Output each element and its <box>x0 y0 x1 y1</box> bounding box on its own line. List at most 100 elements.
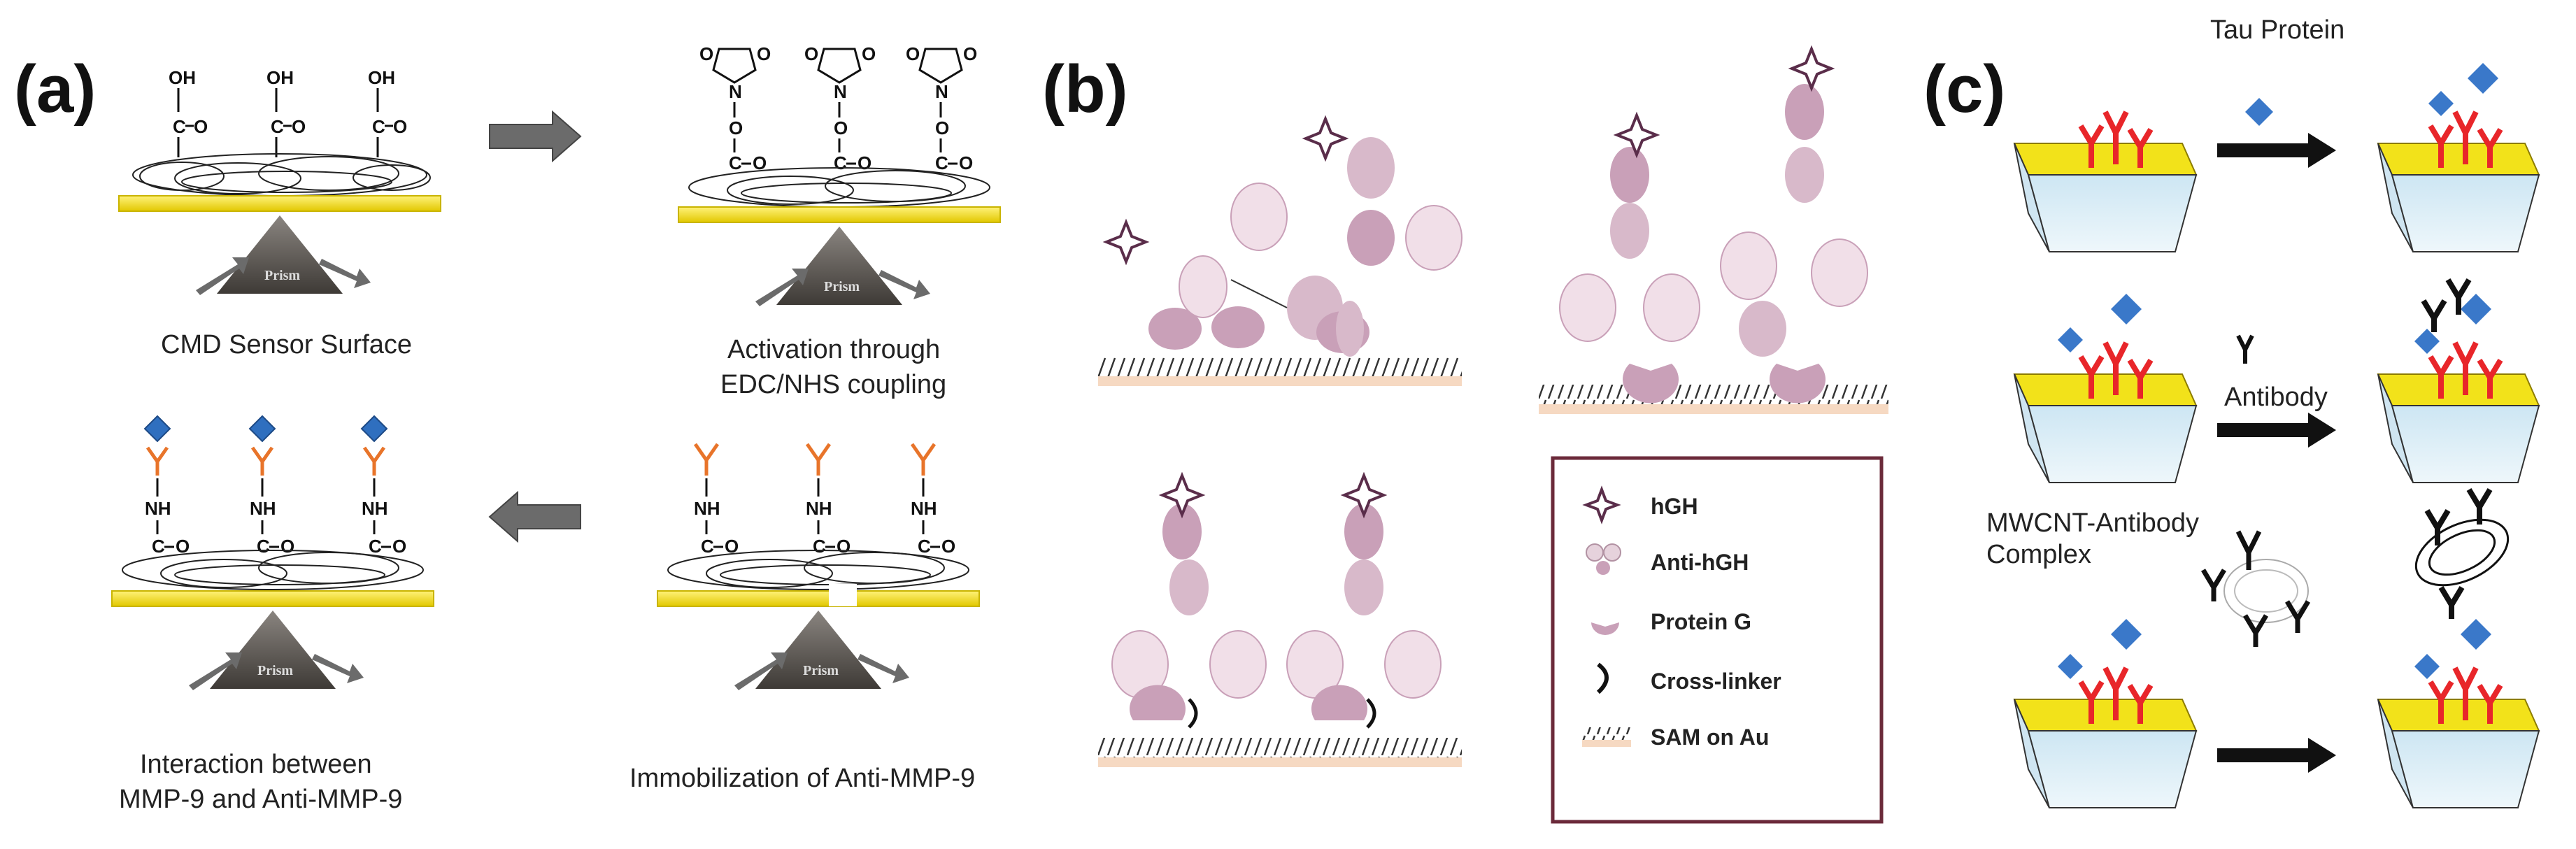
svg-text:C: C <box>369 536 382 557</box>
svg-text:O: O <box>804 43 818 64</box>
c-mwcnt-complex-icon <box>2200 530 2311 647</box>
a-caption-step4-line1: Interaction between <box>140 750 372 779</box>
svg-text:O: O <box>906 43 920 64</box>
c-arrow-r3 <box>2217 738 2336 773</box>
a-step3-light-out-arrow <box>858 654 909 683</box>
panel-b-label: (b) <box>1042 52 1128 127</box>
svg-text:O: O <box>392 536 406 557</box>
svg-text:N: N <box>834 81 847 102</box>
a-step2-nhs-esters: O O N O C O O O N O <box>699 43 977 173</box>
svg-text:C: C <box>372 116 385 137</box>
c-chip-r3-left <box>2013 619 2198 808</box>
b-config-top-right <box>1539 45 1888 414</box>
svg-text:O: O <box>729 117 743 138</box>
a-step4-dextran-matrix <box>122 550 424 590</box>
b-legend-cross-linker-icon <box>1596 662 1609 694</box>
svg-text:O: O <box>699 43 713 64</box>
a-step3-gold-gap <box>829 584 857 606</box>
b-legend-anti-hgh: Anti-hGH <box>1651 550 1749 575</box>
svg-text:NH: NH <box>250 498 276 519</box>
svg-text:C: C <box>257 536 270 557</box>
svg-text:O: O <box>858 152 871 173</box>
c-chip-r1-right <box>2377 63 2540 252</box>
a-step1-prism <box>217 215 343 294</box>
svg-text:O: O <box>194 116 208 137</box>
svg-text:C: C <box>729 152 742 173</box>
svg-text:C: C <box>271 116 284 137</box>
b-legend-hgh-icon <box>1582 485 1621 525</box>
svg-text:O: O <box>963 43 977 64</box>
c-chip-r1-left <box>2013 110 2198 252</box>
b-config-top-left <box>1098 115 1463 386</box>
svg-text:Prism: Prism <box>257 663 293 678</box>
a-caption-step2-line1: Activation through <box>727 335 940 364</box>
a-step3-immobilization: NH C O NH C O NH <box>629 443 980 793</box>
c-label-antibody: Antibody <box>2224 383 2328 412</box>
b-antibody-2 <box>1336 137 1463 357</box>
svg-text:C: C <box>701 536 714 557</box>
panel-b: (b) <box>1042 45 1888 824</box>
a-step3-prism <box>755 611 881 689</box>
b-legend-anti-hgh-icon <box>1586 543 1621 575</box>
svg-text:O: O <box>280 536 294 557</box>
a-step2-gold-film <box>678 206 1001 223</box>
a-step3-dextran-matrix <box>667 550 969 590</box>
svg-text:C: C <box>918 536 931 557</box>
svg-text:OH: OH <box>169 67 196 88</box>
a-step4-light-out-arrow <box>312 654 364 683</box>
a-step2-activation: O O N O C O O O N O <box>678 43 1001 399</box>
svg-text:C: C <box>935 152 948 173</box>
b-hgh-star-4 <box>1788 45 1835 92</box>
svg-text:C: C <box>834 152 847 173</box>
svg-text:O: O <box>935 117 949 138</box>
b-legend: hGH Anti-hGH Protein G Cross-linker SAM … <box>1551 456 1884 824</box>
c-label-tau: Tau Protein <box>2210 15 2344 45</box>
svg-text:O: O <box>834 117 848 138</box>
a-step1-dextran-matrix <box>132 153 431 197</box>
b-config-bottom <box>1098 471 1462 767</box>
panel-c: (c) Tau Protein <box>1923 15 2540 808</box>
b-hgh-star-3 <box>1613 111 1660 159</box>
b-legend-sam-icon-base <box>1582 740 1631 747</box>
a-arrow-step3-to-step4 <box>488 490 581 543</box>
svg-text:OH: OH <box>368 67 395 88</box>
a-step3-antibodies: NH C O NH C O NH <box>693 443 955 557</box>
svg-text:O: O <box>959 152 973 173</box>
svg-text:NH: NH <box>694 498 720 519</box>
svg-text:NH: NH <box>806 498 832 519</box>
a-step4-prism <box>210 611 336 689</box>
b-legend-protein-g-icon <box>1591 622 1619 635</box>
c-label-complex-line1: MWCNT-Antibody <box>1986 508 2199 538</box>
panel-a-label: (a) <box>14 52 96 127</box>
a-caption-step2-line2: EDC/NHS coupling <box>720 370 946 399</box>
svg-text:O: O <box>176 536 190 557</box>
c-chip-r3-right <box>2377 487 2540 808</box>
svg-text:O: O <box>837 536 851 557</box>
b-legend-sam-icon-hatch <box>1582 727 1631 740</box>
c-arrow-r1 <box>2217 133 2336 168</box>
svg-text:C: C <box>152 536 165 557</box>
b-hgh-star <box>1102 218 1150 266</box>
a-step1-gold-film <box>118 195 441 212</box>
c-tau-protein-icon <box>2245 98 2273 126</box>
c-chip-r2-left <box>2013 294 2198 483</box>
svg-text:O: O <box>393 116 407 137</box>
svg-text:O: O <box>941 536 955 557</box>
c-arrow-r2 <box>2217 413 2336 448</box>
b-legend-cross-linker: Cross-linker <box>1651 669 1781 694</box>
a-caption-step4-line2: MMP-9 and Anti-MMP-9 <box>119 785 402 814</box>
a-caption-step3: Immobilization of Anti-MMP-9 <box>629 764 975 793</box>
panel-c-label: (c) <box>1923 52 2005 127</box>
a-step1-light-in-arrow <box>196 257 249 295</box>
a-step2-light-in-arrow <box>755 269 809 306</box>
a-step3-gold-film <box>657 590 980 607</box>
a-step4-light-in-arrow <box>189 652 242 690</box>
a-step4-gold-film <box>111 590 434 607</box>
b-legend-box <box>1551 456 1884 824</box>
svg-text:NH: NH <box>145 498 171 519</box>
a-step1-sensor: OH C O OH C O OH <box>118 67 441 359</box>
svg-text:O: O <box>725 536 739 557</box>
a-caption-step1: CMD Sensor Surface <box>161 330 412 359</box>
b-sam-substrate <box>1098 357 1462 378</box>
